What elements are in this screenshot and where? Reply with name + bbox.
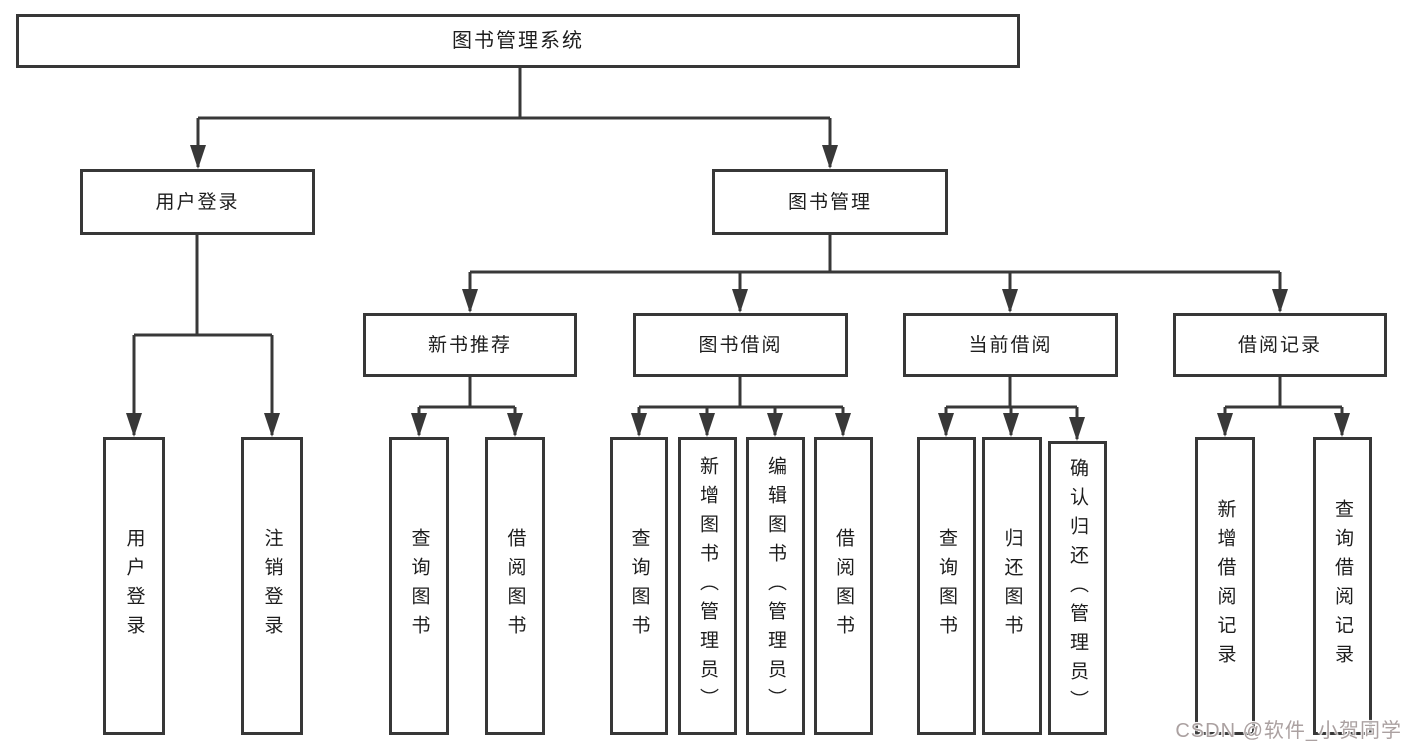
leaf-label: 归还图书 xyxy=(1001,528,1023,644)
node-current-borrowing: 当前借阅 xyxy=(903,313,1118,377)
leaf-edit-books-admin: 编辑图书（管理员） xyxy=(746,437,805,735)
leaf-label: 注销登录 xyxy=(261,528,283,644)
leaf-add-borrow-record: 新增借阅记录 xyxy=(1195,437,1255,735)
leaf-borrow-books-recommend: 借阅图书 xyxy=(485,437,545,735)
node-user-login: 用户登录 xyxy=(80,169,315,235)
node-label: 新书推荐 xyxy=(427,334,512,356)
leaf-label: 确认归还（管理员） xyxy=(1067,457,1088,719)
leaf-query-books-recommend: 查询图书 xyxy=(389,437,449,735)
node-label: 图书管理 xyxy=(787,191,872,213)
leaf-label: 借阅图书 xyxy=(833,528,854,644)
node-new-book-recommend: 新书推荐 xyxy=(363,313,577,377)
node-label: 图书借阅 xyxy=(698,334,783,356)
csdn-watermark: CSDN @软件_小贺同学 xyxy=(1175,720,1402,742)
leaf-label: 查询图书 xyxy=(628,528,650,644)
node-label: 借阅记录 xyxy=(1237,334,1322,356)
leaf-label: 编辑图书（管理员） xyxy=(765,455,786,717)
leaf-label: 新增借阅记录 xyxy=(1214,499,1236,673)
node-book-borrowing: 图书借阅 xyxy=(633,313,848,377)
leaf-confirm-return-admin: 确认归还（管理员） xyxy=(1048,441,1107,735)
leaf-logout: 注销登录 xyxy=(241,437,303,735)
node-label: 当前借阅 xyxy=(968,334,1053,356)
node-label: 用户登录 xyxy=(155,191,240,213)
leaf-query-borrow-record: 查询借阅记录 xyxy=(1313,437,1372,735)
node-label: 图书管理系统 xyxy=(452,30,584,52)
leaf-add-books-admin: 新增图书（管理员） xyxy=(678,437,737,735)
node-book-management: 图书管理 xyxy=(712,169,948,235)
leaf-label: 查询借阅记录 xyxy=(1332,499,1353,673)
leaf-query-books-current: 查询图书 xyxy=(917,437,976,735)
leaf-borrow-books: 借阅图书 xyxy=(814,437,873,735)
leaf-label: 查询图书 xyxy=(936,528,957,644)
leaf-query-books-borrow: 查询图书 xyxy=(610,437,668,735)
node-borrow-records: 借阅记录 xyxy=(1173,313,1387,377)
leaf-label: 查询图书 xyxy=(408,528,430,644)
leaf-label: 借阅图书 xyxy=(504,528,526,644)
leaf-label: 用户登录 xyxy=(123,528,145,644)
leaf-user-login: 用户登录 xyxy=(103,437,165,735)
leaf-label: 新增图书（管理员） xyxy=(697,455,718,717)
node-library-management-system: 图书管理系统 xyxy=(16,14,1020,68)
leaf-return-books: 归还图书 xyxy=(982,437,1042,735)
